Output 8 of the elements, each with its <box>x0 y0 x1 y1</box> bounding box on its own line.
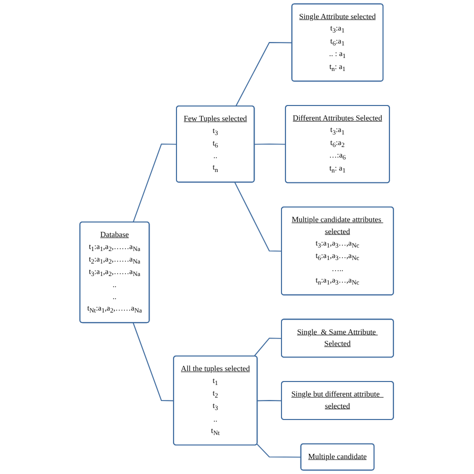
connector <box>257 400 283 402</box>
connector <box>236 42 293 107</box>
connector <box>256 444 302 458</box>
connector <box>133 322 175 402</box>
connector <box>254 338 283 357</box>
connector <box>234 182 283 252</box>
connector <box>254 144 287 145</box>
connector <box>133 144 178 223</box>
